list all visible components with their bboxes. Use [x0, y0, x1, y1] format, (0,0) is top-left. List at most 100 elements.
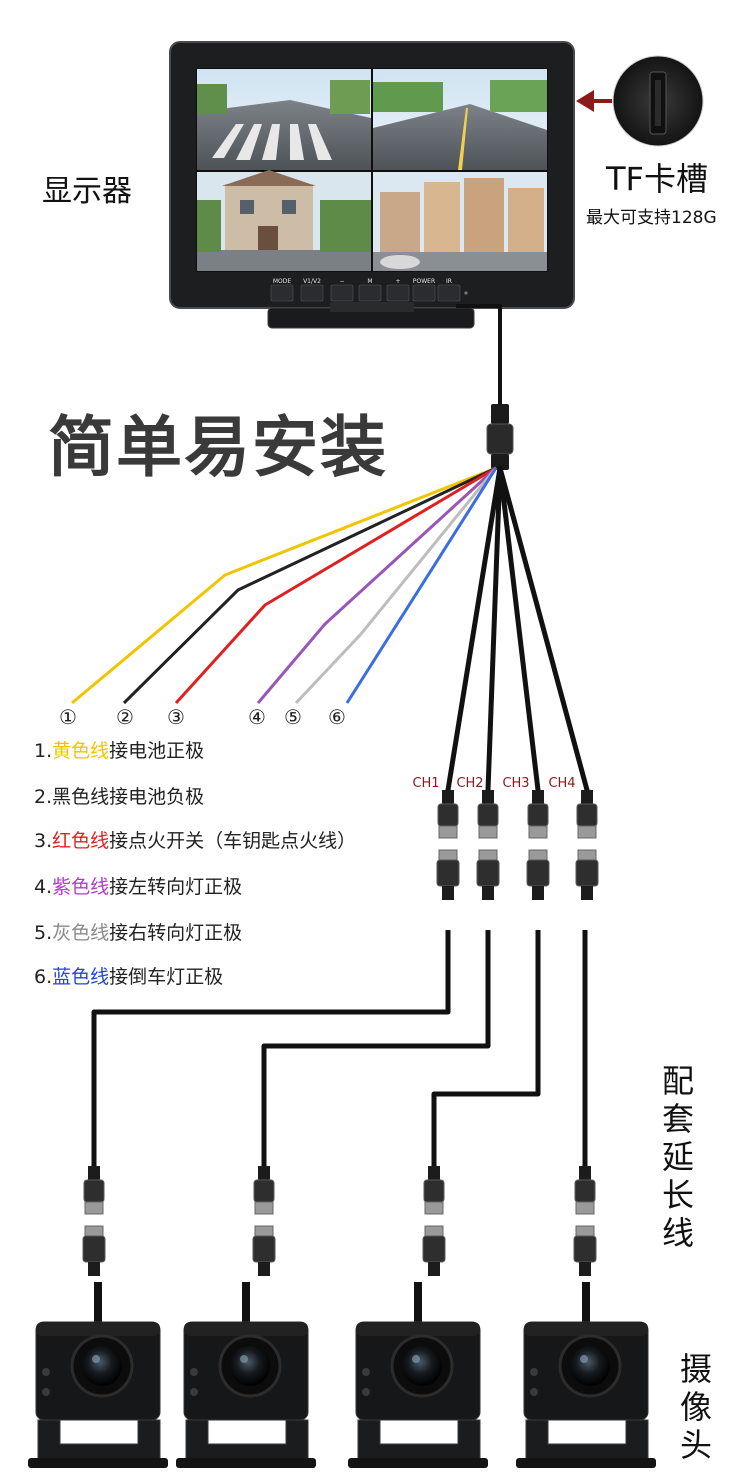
camera-connector-4 [573, 1166, 597, 1276]
arrow-left-icon [576, 90, 594, 112]
ext-cable-3 [431, 930, 541, 1170]
wire-number-3: ③ [167, 705, 185, 729]
channel-label-1: CH1 [412, 776, 439, 791]
legend-number: 2. [34, 786, 53, 808]
legend-item-3: 3.红色线接点火开关（车钥匙点火线） [34, 826, 356, 853]
wire-purple [256, 466, 498, 704]
cable-ch4 [497, 465, 590, 793]
legend-number: 3. [34, 830, 53, 852]
channel-label-4: CH4 [548, 776, 575, 791]
vertical-char: 配 [661, 1062, 694, 1100]
vertical-char: 长 [661, 1176, 694, 1214]
monitor-button-5 [412, 284, 436, 302]
ext-cable-1 [91, 930, 451, 1170]
wire-number-1: ① [59, 705, 77, 729]
camera-connector-1 [82, 1166, 106, 1276]
channel-cables [445, 465, 590, 793]
wire-number-5: ⑤ [284, 705, 302, 729]
wire-gray [294, 467, 498, 705]
cameras [28, 1282, 656, 1468]
camera-label: 摄像头 [676, 1350, 716, 1464]
legend-number: 4. [34, 876, 53, 898]
vertical-char: 头 [679, 1426, 712, 1464]
wire-blue [345, 467, 498, 704]
legend-color-name: 红色线 [52, 830, 110, 852]
channel-connector-1 [436, 790, 460, 900]
cable-ch1 [445, 465, 503, 793]
tf-slot-subtitle: 最大可支持128G [586, 208, 717, 228]
legend-number: 6. [34, 966, 53, 988]
legend-color-name: 黑色线 [52, 786, 110, 808]
monitor-button-label: MODE [273, 278, 292, 285]
monitor-label: 显示器 [42, 174, 132, 209]
monitor-button-3 [358, 284, 382, 302]
legend-description: 接点火开关（车钥匙点火线） [109, 830, 357, 852]
vertical-char: 套 [661, 1100, 694, 1138]
legend-color-name: 灰色线 [52, 922, 110, 944]
channel-connector-3 [526, 790, 550, 900]
legend-description: 接电池正极 [109, 740, 205, 762]
legend-description: 接左转向灯正极 [109, 876, 243, 898]
camera-view-2 [373, 69, 547, 170]
wire-yellow [71, 466, 497, 705]
channel-connector-4 [575, 790, 599, 900]
legend-item-1: 1.黄色线接电池正极 [34, 736, 204, 763]
vertical-char: 像 [679, 1388, 712, 1426]
monitor-button-label: V1/V2 [303, 278, 321, 285]
extension-cables [91, 930, 588, 1170]
legend-number: 1. [34, 740, 53, 762]
wire-red [174, 466, 497, 705]
power-wires [71, 466, 498, 705]
channel-connectors [436, 790, 599, 900]
camera-3 [348, 1282, 488, 1468]
wire-black [122, 466, 497, 705]
tf-slot-callout [576, 55, 704, 147]
monitor-button-6 [437, 284, 461, 302]
camera-1 [28, 1282, 168, 1468]
monitor-button-label: IR [446, 278, 452, 285]
monitor-button-1 [300, 284, 324, 302]
camera-view-1 [197, 69, 371, 170]
legend-description: 接倒车灯正极 [109, 966, 224, 988]
legend-color-name: 蓝色线 [52, 966, 110, 988]
monitor-button-2 [330, 284, 354, 302]
cable-ch3 [497, 465, 541, 793]
legend-color-name: 黄色线 [52, 740, 110, 762]
camera-connectors [82, 1166, 597, 1276]
vertical-char: 摄 [679, 1350, 712, 1388]
channel-label-2: CH2 [456, 776, 483, 791]
camera-connector-2 [252, 1166, 276, 1276]
legend-item-6: 6.蓝色线接倒车灯正极 [34, 962, 223, 989]
camera-view-4 [373, 172, 547, 271]
legend-item-5: 5.灰色线接右转向灯正极 [34, 918, 242, 945]
legend-color-name: 紫色线 [52, 876, 110, 898]
legend-item-2: 2.黑色线接电池负极 [34, 782, 204, 809]
wire-number-4: ④ [248, 705, 266, 729]
channel-label-3: CH3 [502, 776, 529, 791]
camera-view-3 [197, 170, 371, 271]
camera-4 [516, 1282, 656, 1468]
monitor-button-4 [386, 284, 410, 302]
main-cable [456, 304, 514, 470]
legend-item-4: 4.紫色线接左转向灯正极 [34, 872, 242, 899]
wire-number-2: ② [116, 705, 134, 729]
camera-2 [176, 1282, 316, 1468]
channel-connector-2 [476, 790, 500, 900]
monitor-button-label: − [339, 278, 344, 285]
monitor-button-0 [270, 284, 294, 302]
legend-description: 接右转向灯正极 [109, 922, 243, 944]
wire-number-6: ⑥ [328, 705, 346, 729]
monitor-button-label: POWER [413, 278, 435, 285]
extension-cable-label: 配套延长线 [658, 1062, 698, 1252]
vertical-char: 延 [661, 1138, 694, 1176]
monitor-button-label: M [367, 278, 372, 285]
tf-slot-title: TF卡槽 [606, 160, 708, 198]
ext-cable-2 [261, 930, 491, 1170]
vertical-char: 线 [661, 1214, 694, 1252]
cable-ch2 [485, 465, 503, 793]
channel-labels: CH1 CH2 CH3 CH4 [412, 776, 575, 791]
